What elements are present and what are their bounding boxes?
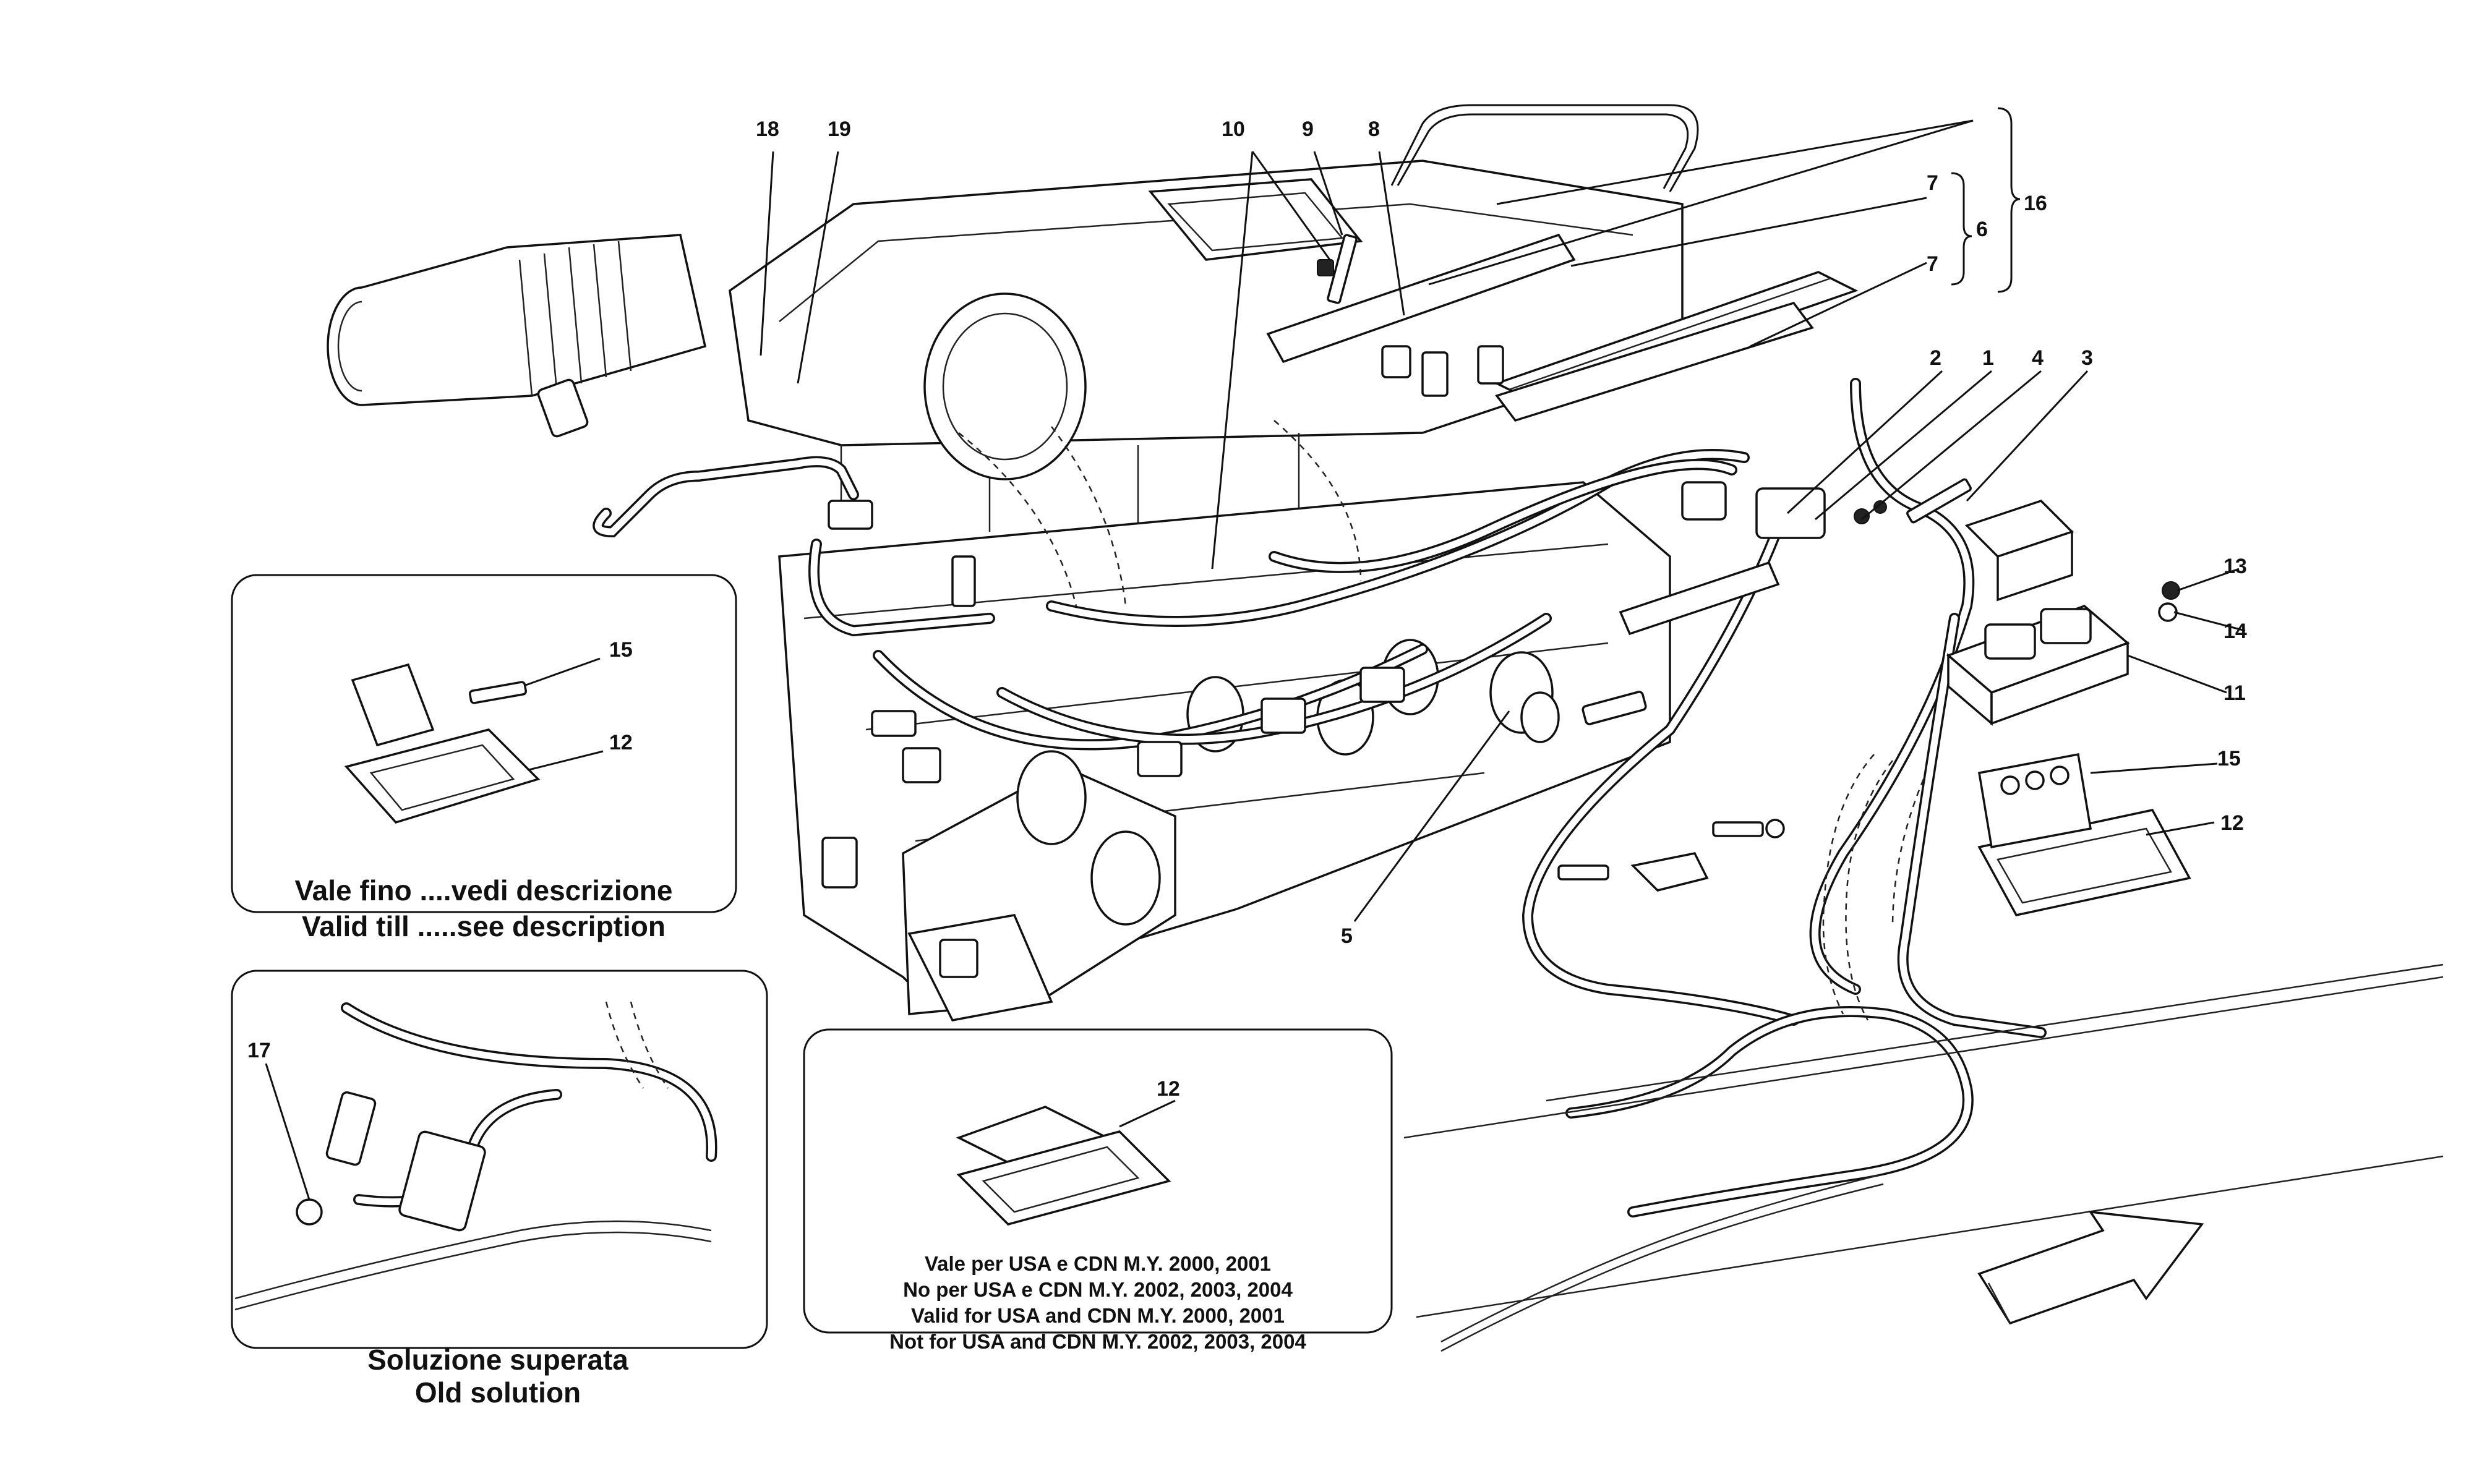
caption-old-solution-it: Soluzione superata	[367, 1344, 628, 1376]
caption-valid-till-it: Vale fino ....vedi descrizione	[295, 874, 673, 906]
callout-11: 11	[2224, 681, 2246, 705]
callout-3: 3	[2081, 346, 2093, 370]
sensors-connectors	[537, 233, 2180, 978]
callout-10: 10	[1222, 117, 1245, 141]
callout-9: 9	[1302, 117, 1314, 141]
callout-16: 16	[2024, 192, 2047, 215]
captions: Vale fino ....vedi descrizione Valid til…	[295, 874, 1307, 1409]
caption-usa-2: No per USA e CDN M.Y. 2002, 2003, 2004	[903, 1278, 1293, 1301]
callout-14: 14	[2224, 620, 2247, 643]
caption-usa-4: Not for USA and CDN M.Y. 2002, 2003, 200…	[889, 1330, 1306, 1353]
callout-13: 13	[2224, 555, 2247, 578]
callout-2: 2	[1930, 346, 1941, 370]
inset-valid-till	[231, 574, 737, 913]
callout-12-main: 12	[2220, 811, 2244, 835]
inset-old-solution	[231, 970, 768, 1349]
caption-valid-till-en: Valid till .....see description	[302, 910, 666, 942]
callout-19: 19	[828, 117, 851, 141]
caption-old-solution-en: Old solution	[415, 1376, 581, 1409]
callout-1: 1	[1982, 346, 1994, 370]
floor-lines	[1403, 963, 2444, 1318]
callouts: 18 19 10 9 8 7 7 6 16 2 1 4 3 13 14 11 1…	[247, 117, 2247, 1101]
callout-15-main: 15	[2217, 747, 2241, 770]
callout-8: 8	[1368, 117, 1380, 141]
callout-4: 4	[2032, 346, 2044, 370]
callout-12-usa: 12	[1157, 1077, 1180, 1101]
direction-arrow	[1977, 1210, 2204, 1325]
callout-18: 18	[756, 117, 779, 141]
callout-5: 5	[1341, 924, 1353, 948]
ecu-unit	[1946, 499, 2191, 916]
callout-12-inset: 12	[609, 731, 633, 754]
callout-6: 6	[1976, 218, 1988, 241]
leader-lines	[760, 107, 2246, 922]
inset-usa-cdn	[803, 1028, 1393, 1334]
callout-7b: 7	[1927, 252, 1938, 276]
callout-7a: 7	[1927, 171, 1938, 195]
caption-usa-3: Valid for USA and CDN M.Y. 2000, 2001	[911, 1304, 1285, 1327]
callout-17: 17	[247, 1039, 271, 1062]
callout-15-inset: 15	[609, 638, 633, 662]
caption-usa-1: Vale per USA e CDN M.Y. 2000, 2001	[925, 1252, 1271, 1275]
